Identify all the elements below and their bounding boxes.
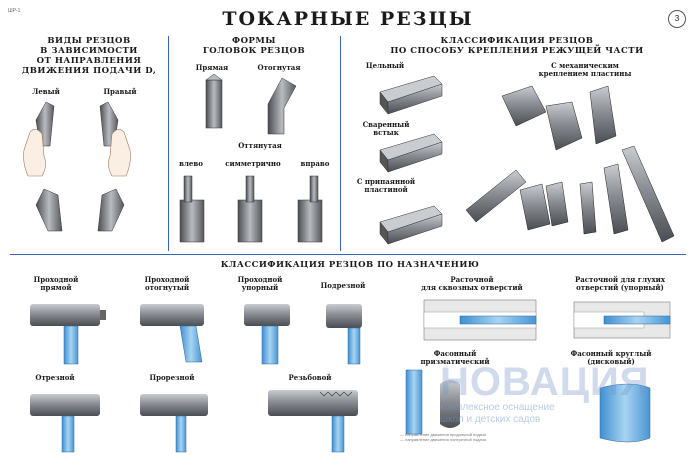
purpose-tool-10 (405, 369, 460, 435)
purpose-tool-8 (140, 394, 208, 453)
purpose-tool-1 (30, 304, 106, 365)
purpose-label-10: Фасонный призматический (420, 349, 490, 366)
direction-title: ВИДЫ РЕЗЦОВ В ЗАВИСИМОСТИ ОТ НАПРАВЛЕНИЯ… (21, 36, 157, 76)
watermark-subtitle: комплексное оснащение школ и детских сад… (440, 402, 690, 426)
mount-welded-bar (379, 133, 443, 173)
label-bent: Отогнутая (257, 63, 301, 72)
purpose-tool-4 (326, 304, 362, 365)
purpose-title: КЛАССИФИКАЦИЯ РЕЗЦОВ ПО НАЗНАЧЕНИЮ (220, 260, 480, 270)
label-offset-right: вправо (300, 159, 330, 168)
label-left: Левый (32, 87, 60, 96)
label-brazed: С припаянной пластиной (356, 177, 416, 194)
purpose-label-2: Проходной отогнутый (144, 275, 190, 292)
mount-brazed-bar (379, 205, 443, 245)
purpose-label-6: Расточной для глухих отверстий (упорный) (574, 275, 666, 292)
purpose-label-1: Проходной прямой (33, 275, 79, 292)
head-offset-left (179, 175, 205, 243)
divider-1 (168, 36, 169, 251)
purpose-label-5: Расточной для сквозных отверстий (421, 275, 523, 292)
label-offset: Оттянутая (238, 141, 282, 150)
purpose-tool-3 (244, 304, 290, 365)
head-bent (267, 77, 297, 135)
label-straight: Прямая (195, 63, 229, 72)
feed-direction-note: — направление движения продольной подачи… (400, 432, 487, 442)
purpose-label-4: Подрезной (320, 281, 366, 290)
purpose-label-3: Проходной упорный (237, 275, 283, 292)
head-offset-symmetric (237, 175, 263, 243)
heads-title: ФОРМЫ ГОЛОВОК РЕЗЦОВ (202, 36, 306, 56)
poster-code: ШР-1 (8, 8, 21, 14)
purpose-label-11: Фасонный круглый (дисковый) (570, 349, 652, 366)
label-offset-left: влево (179, 159, 203, 168)
head-offset-right (297, 175, 323, 243)
watermark-line-2: школ и детских садов (440, 414, 541, 425)
page-number: 3 (668, 10, 686, 28)
divider-2 (340, 36, 341, 251)
purpose-label-7: Отрезной (35, 373, 75, 382)
label-offset-sym: симметрично (225, 159, 281, 168)
page-title: ТОКАРНЫЕ РЕЗЦЫ (222, 8, 474, 30)
watermark-text: НОВАЦИЯ (440, 360, 650, 404)
purpose-tool-11 (599, 383, 651, 443)
purpose-label-9: Резьбовой (288, 373, 332, 382)
direction-right-illustration (97, 101, 131, 232)
label-right: Правый (103, 87, 137, 96)
head-straight (205, 73, 223, 129)
label-solid: Цельный (365, 61, 405, 70)
purpose-tool-7 (30, 394, 100, 453)
purpose-tool-9 (268, 390, 358, 453)
mount-solid-bar (379, 75, 443, 115)
label-welded: Сваренный встык (362, 120, 410, 137)
purpose-tool-2 (140, 304, 204, 363)
mount-title: КЛАССИФИКАЦИЯ РЕЗЦОВ ПО СПОСОБУ КРЕПЛЕНИ… (390, 36, 644, 56)
mount-mechanical-cluster (465, 85, 675, 243)
direction-left-illustration (23, 101, 63, 232)
label-mechanical: С механическим креплением пластины (538, 61, 632, 78)
purpose-tool-6 (573, 301, 671, 339)
watermark-line-1: комплексное оснащение (440, 402, 555, 413)
purpose-tool-5 (423, 299, 537, 341)
divider-horizontal (10, 254, 686, 255)
purpose-label-8: Прорезной (149, 373, 195, 382)
